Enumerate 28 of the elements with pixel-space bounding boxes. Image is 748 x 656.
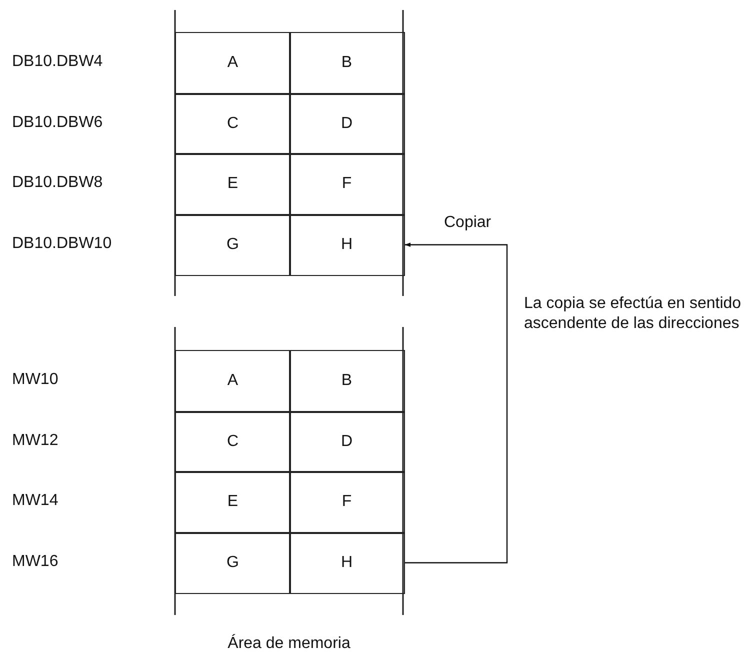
caption-text: Área de memoria [226, 634, 352, 654]
address-label: MW14 [12, 491, 58, 511]
memory-cell: G [175, 532, 290, 594]
address-label: MW12 [12, 431, 58, 451]
memory-cell: C [175, 93, 290, 154]
memory-cell: D [289, 93, 404, 154]
memory-cell: A [175, 350, 290, 412]
memory-cell: A [175, 32, 290, 94]
address-label: DB10.DBW6 [12, 113, 103, 133]
memory-cell: E [175, 471, 290, 534]
memory-cell: G [175, 214, 290, 276]
memory-cell: H [289, 532, 404, 594]
memory-cell: H [289, 214, 404, 276]
memory-cell: B [289, 32, 404, 94]
memory-cell: F [289, 153, 404, 216]
arrow [404, 242, 508, 564]
note-text: La copia se efectúa en sentido ascendente de las direcciones [524, 294, 742, 334]
address-label: MW16 [12, 552, 58, 572]
address-label: MW10 [12, 370, 58, 390]
memory-cell: B [289, 350, 404, 412]
memory-cell: F [289, 471, 404, 534]
memory-cell: C [175, 411, 290, 472]
memory-cell: E [175, 153, 290, 216]
memory-cell: D [289, 411, 404, 472]
edge-label: Copiar [444, 213, 492, 233]
address-label: DB10.DBW4 [12, 52, 103, 72]
address-label: DB10.DBW8 [12, 173, 103, 193]
address-label: DB10.DBW10 [12, 234, 112, 254]
